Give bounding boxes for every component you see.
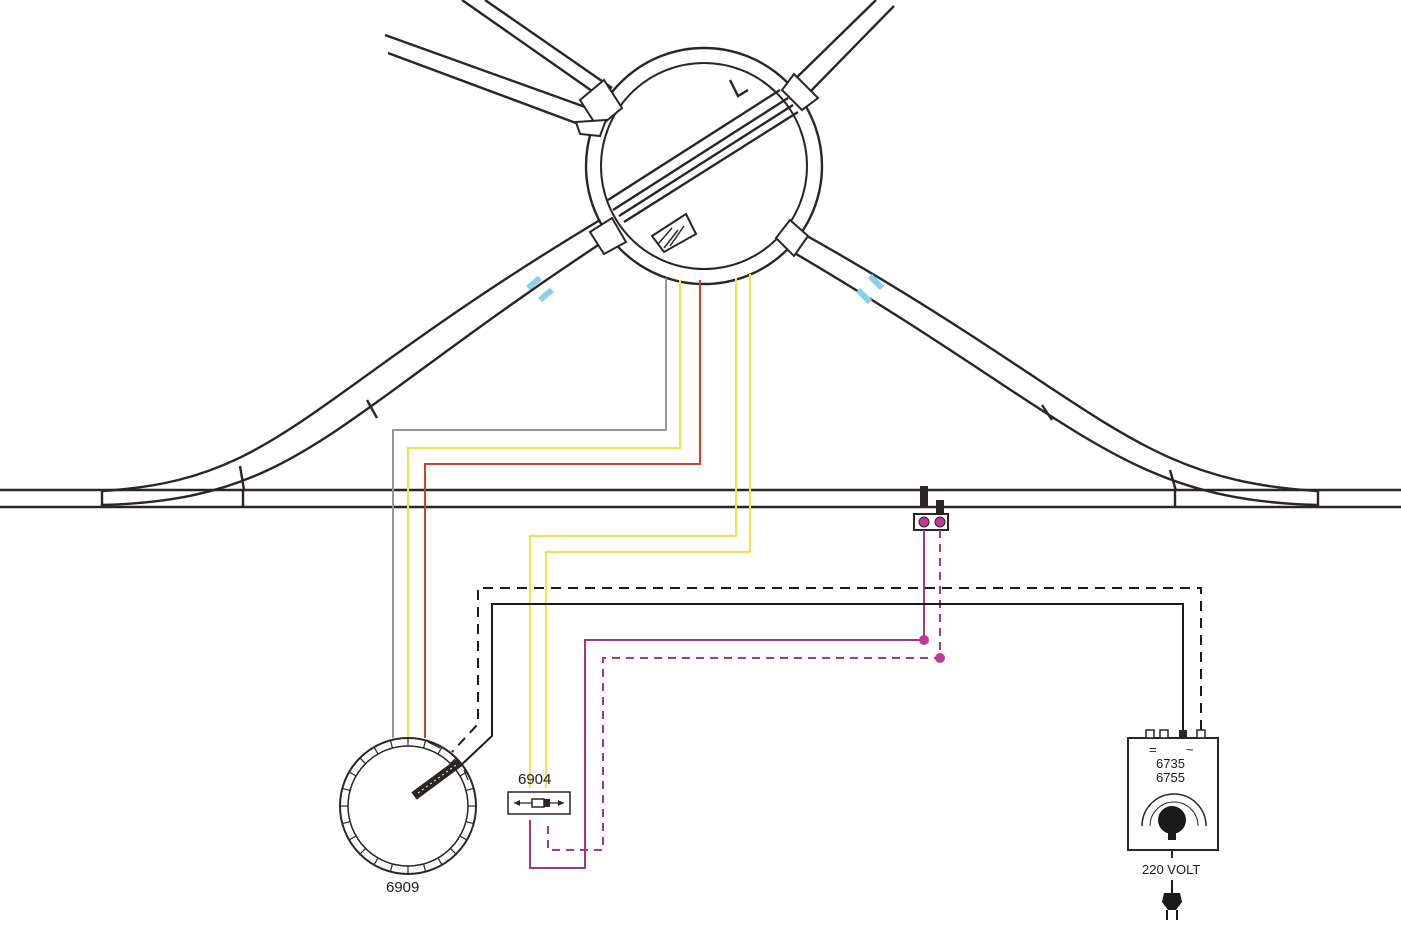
knob-icon[interactable]: [1158, 806, 1186, 834]
dial-tick: [459, 771, 468, 777]
dial-tick: [450, 848, 457, 855]
dial-tick: [422, 740, 427, 749]
upper-left-tracks: [384, 0, 613, 128]
dial-tick: [373, 746, 379, 755]
dial-tick: [389, 863, 394, 872]
wire-yellow-2: [529, 278, 737, 788]
wire-grey: [392, 278, 667, 738]
mains-supply: 220 VOLT: [1142, 862, 1200, 920]
insulator-left-a: [526, 275, 542, 291]
track-layout: [0, 0, 1401, 509]
switch-box-label: 6904: [518, 771, 551, 788]
insulator-right-b: [855, 287, 873, 305]
dial-tick: [465, 787, 474, 792]
turntable-connectors: [574, 72, 820, 258]
switch-box-6904[interactable]: 6904: [507, 771, 571, 815]
insulator-right-a: [867, 273, 885, 291]
dial-tick: [342, 787, 351, 792]
dc-symbol: =: [1149, 742, 1157, 757]
left-branch-track: [101, 218, 619, 507]
toggle-switch-icon[interactable]: [531, 798, 545, 808]
controller-6909[interactable]: 6909: [339, 737, 477, 896]
dial-tick: [450, 757, 457, 764]
dial-tick: [437, 746, 443, 755]
transformer-model-2: 6755: [1156, 770, 1185, 785]
contact-wires: [529, 530, 945, 869]
insulator-left-b: [538, 287, 554, 303]
wire-red: [424, 280, 701, 738]
track-contact: [913, 486, 949, 531]
contact-terminal-2: [934, 516, 946, 528]
transformer-model-1: 6735: [1156, 756, 1185, 771]
dial-tick: [373, 857, 379, 866]
turntable-wires: [392, 274, 751, 788]
transformer-terminals: [1145, 729, 1206, 739]
controller-dial-ticks: [340, 738, 476, 874]
wire-magenta-solid: [529, 530, 925, 869]
main-track: [0, 488, 1401, 509]
dial-tick: [422, 863, 427, 872]
plug-icon: [1162, 880, 1182, 920]
controller-label: 6909: [386, 879, 419, 896]
dial-tick: [437, 857, 443, 866]
junction-dot-2: [935, 653, 945, 663]
wire-black-solid: [457, 603, 1184, 769]
turntable-bridge: [607, 79, 799, 254]
junction-dot-1: [919, 635, 929, 645]
dial-tick: [389, 740, 394, 749]
insulator-markers: [526, 273, 885, 305]
dial-tick: [342, 820, 351, 825]
controller-lever[interactable]: [411, 758, 463, 800]
dial-tick: [348, 771, 357, 777]
wire-black-dashed: [451, 587, 1202, 753]
turntable: [574, 46, 824, 286]
dial-tick: [359, 848, 366, 855]
dial-tick: [348, 835, 357, 841]
contact-terminal-1: [918, 516, 930, 528]
dial-tick: [465, 820, 474, 825]
mains-label: 220 VOLT: [1142, 862, 1200, 877]
wire-yellow-3: [545, 274, 751, 788]
upper-right-track: [789, 0, 895, 97]
dial-tick: [459, 835, 468, 841]
bridge-cab: [650, 212, 698, 254]
ac-symbol: ~: [1186, 742, 1194, 757]
right-branch-track: [785, 230, 1319, 507]
dial-tick: [359, 757, 366, 764]
power-wires: [451, 587, 1202, 769]
transformer[interactable]: = ~ 6735 6755: [1127, 729, 1219, 858]
wire-magenta-dashed: [547, 530, 941, 851]
wire-yellow-1: [407, 280, 681, 738]
